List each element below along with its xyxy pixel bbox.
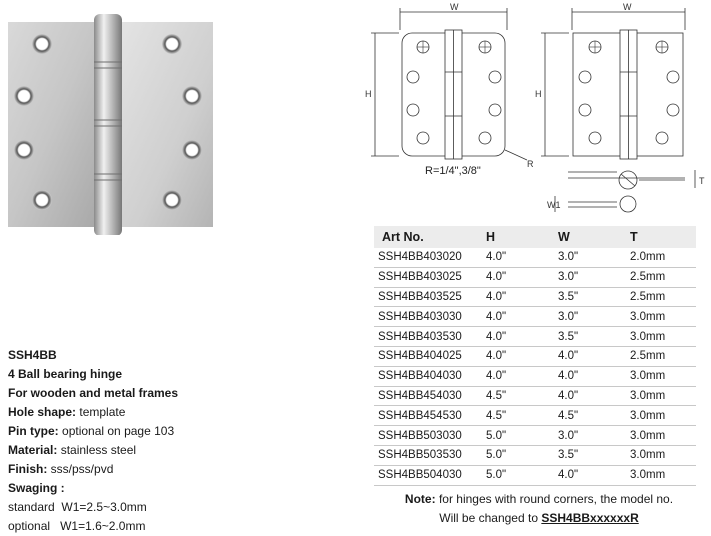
- art-no-cell: SSH4BB404025: [374, 346, 472, 367]
- w-cell: 3.0": [546, 248, 620, 268]
- header-art-no: Art No.: [374, 226, 472, 248]
- h-cell: 4.0": [472, 326, 546, 347]
- art-no-cell: SSH4BB454030: [374, 386, 472, 407]
- note-text: for hinges with round corners, the model…: [438, 492, 674, 506]
- t-cell: 3.0mm: [620, 326, 696, 347]
- art-no-cell: SSH4BB403525: [374, 287, 472, 308]
- h-cell: 4.0": [472, 366, 546, 387]
- w-cell: 3.5": [546, 445, 620, 466]
- art-no-cell: SSH4BB454530: [374, 405, 472, 427]
- w-cell: 4.5": [546, 405, 620, 427]
- w-cell: 3.5": [546, 326, 620, 347]
- art-no-cell: SSH4BB403025: [374, 267, 472, 288]
- swaging-optional-row: optional W1=1.6~2.0mm: [8, 519, 146, 533]
- spec-list: SSH4BB 4 Ball bearing hinge For wooden a…: [8, 346, 208, 536]
- header-h: H: [472, 226, 546, 248]
- pin-type-row: Pin type: optional on page 103: [8, 424, 175, 438]
- hinge-screw-holes: [14, 34, 202, 210]
- t-cell: 2.5mm: [620, 346, 696, 367]
- t-cell: 3.0mm: [620, 386, 696, 407]
- h-dimension-left: H: [365, 89, 372, 99]
- t-cell: 2.0mm: [620, 248, 696, 268]
- t-cell: 3.0mm: [620, 465, 696, 486]
- finish-row: Finish: sss/pss/pvd: [8, 462, 114, 476]
- h-cell: 5.0": [472, 465, 546, 486]
- round-corner-model: SSH4BBxxxxxxR: [541, 511, 639, 525]
- art-no-cell: SSH4BB503030: [374, 425, 472, 446]
- h-cell: 5.0": [472, 445, 546, 466]
- header-w: W: [546, 226, 620, 248]
- header-t: T: [620, 226, 696, 248]
- radius-note: R=1/4",3/8": [425, 165, 481, 177]
- note-label: Note:: [404, 492, 436, 506]
- art-no-cell: SSH4BB403020: [374, 248, 472, 268]
- round-corner-note: Note: for hinges with round corners, the…: [374, 490, 704, 528]
- model-name: SSH4BB: [8, 348, 57, 362]
- hinge-photo: [8, 14, 213, 235]
- h-cell: 4.0": [472, 346, 546, 367]
- t-cell: 2.5mm: [620, 267, 696, 288]
- h-cell: 4.5": [472, 405, 546, 427]
- art-no-cell: SSH4BB503530: [374, 445, 472, 466]
- material-row: Material: stainless steel: [8, 443, 137, 457]
- w-dimension-right: W: [623, 2, 632, 12]
- t-cell: 3.0mm: [620, 306, 696, 328]
- h-cell: 4.0": [472, 287, 546, 308]
- w-cell: 3.0": [546, 425, 620, 446]
- t-dimension: T: [699, 176, 705, 186]
- h-cell: 4.0": [472, 306, 546, 328]
- w-cell: 3.0": [546, 306, 620, 328]
- table-header-row: Art No. H W T: [374, 226, 696, 248]
- h-dimension-right: H: [535, 89, 542, 99]
- w1-dimension: W1: [547, 200, 561, 210]
- t-cell: 3.0mm: [620, 425, 696, 446]
- product-title: 4 Ball bearing hinge: [8, 367, 123, 381]
- art-no-cell: SSH4BB504030: [374, 465, 472, 486]
- hinge-knuckle: [94, 14, 122, 235]
- w-cell: 4.0": [546, 366, 620, 387]
- h-cell: 4.0": [472, 248, 546, 268]
- w-cell: 4.0": [546, 386, 620, 407]
- t-cell: 3.0mm: [620, 445, 696, 466]
- h-cell: 5.0": [472, 425, 546, 446]
- art-no-cell: SSH4BB403030: [374, 306, 472, 328]
- t-cell: 3.0mm: [620, 366, 696, 387]
- h-cell: 4.5": [472, 386, 546, 407]
- w-cell: 4.0": [546, 465, 620, 486]
- technical-drawing: W W H H R R=1/4",3/8" W1 T: [365, 2, 705, 213]
- w-dimension-left: W: [450, 2, 459, 12]
- swaging-label: Swaging :: [8, 481, 65, 495]
- art-no-cell: SSH4BB403530: [374, 326, 472, 347]
- w-cell: 3.5": [546, 287, 620, 308]
- r-dimension: R: [527, 159, 534, 169]
- hole-shape-row: Hole shape: template: [8, 405, 126, 419]
- note-line2: Will be changed to: [439, 511, 538, 525]
- swaging-standard-row: standard W1=2.5~3.0mm: [8, 500, 147, 514]
- w-cell: 4.0": [546, 346, 620, 367]
- art-no-cell: SSH4BB404030: [374, 366, 472, 387]
- h-cell: 4.0": [472, 267, 546, 288]
- w-cell: 3.0": [546, 267, 620, 288]
- t-cell: 2.5mm: [620, 287, 696, 308]
- t-cell: 3.0mm: [620, 405, 696, 427]
- hinge-left-leaf: [8, 22, 98, 227]
- product-subtitle: For wooden and metal frames: [8, 386, 179, 400]
